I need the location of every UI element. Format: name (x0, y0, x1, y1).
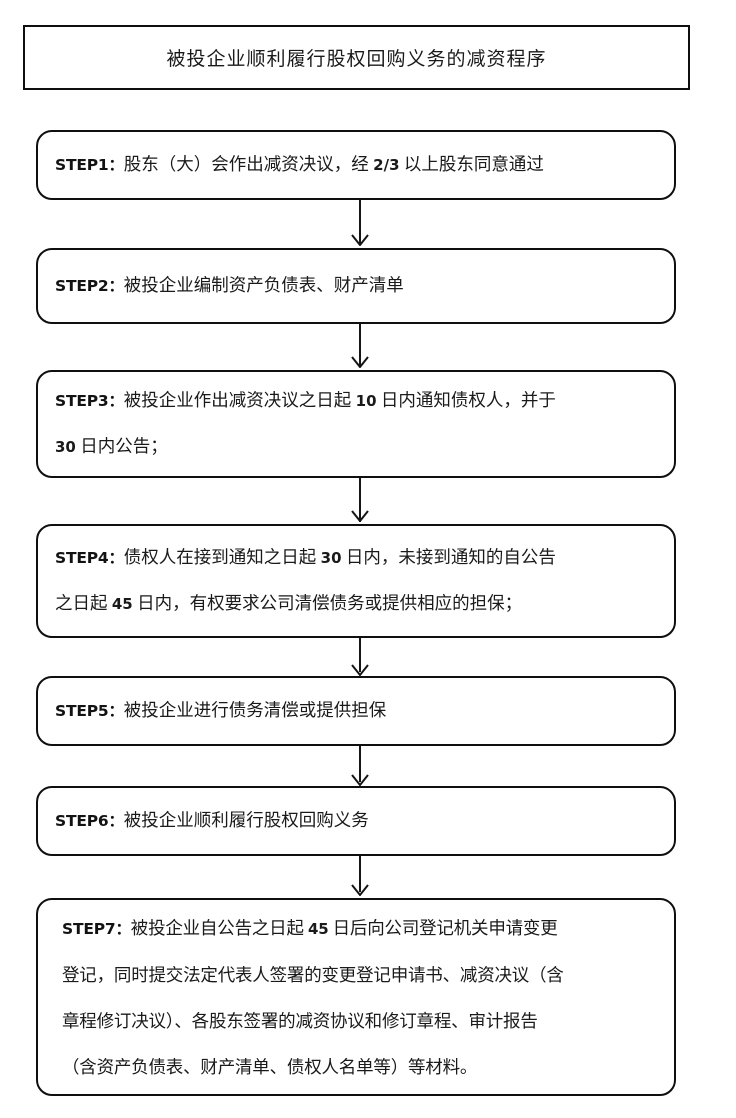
step7-line-2: 登记，同时提交法定代表人签署的变更登记申请书、减资决议（含 (62, 952, 658, 998)
down-arrow-icon (350, 774, 370, 786)
flow-node-step5: STEP5：被投企业进行债务清偿或提供担保 (36, 676, 676, 746)
step1-body: STEP1：股东（大）会作出减资决议，经 2/3 以上股东同意通过 (38, 142, 674, 188)
down-arrow-icon (350, 664, 370, 676)
step4-line-1: STEP4：债权人在接到通知之日起 30 日内，未接到通知的自公告 (55, 535, 658, 581)
step5-label: STEP5： (55, 702, 124, 720)
step3-text-part-2: 30 日内公告； (55, 436, 168, 456)
step7-line-3: 章程修订决议）、各股东签署的减资协议和修订章程、审计报告 (62, 998, 658, 1044)
connector-line-4-5 (359, 638, 361, 672)
step3-text-part-1: 被投企业作出减资决议之日起 10 日内通知债权人，并于 (123, 390, 556, 410)
step3-line-1: STEP3：被投企业作出减资决议之日起 10 日内通知债权人，并于 (55, 378, 658, 424)
down-arrow-icon (350, 884, 370, 896)
step3-body: STEP3：被投企业作出减资决议之日起 10 日内通知债权人，并于 30 日内公… (38, 378, 674, 470)
flow-node-step4: STEP4：债权人在接到通知之日起 30 日内，未接到通知的自公告 之日起 45… (36, 524, 676, 638)
step3-label: STEP3： (55, 392, 124, 410)
step2-line-1: STEP2：被投企业编制资产负债表、财产清单 (55, 263, 658, 309)
step6-text: 被投企业顺利履行股权回购义务 (123, 810, 369, 830)
step7-line-4: （含资产负债表、财产清单、债权人名单等）等材料。 (62, 1044, 658, 1090)
step5-body: STEP5：被投企业进行债务清偿或提供担保 (38, 688, 674, 734)
step1-label: STEP1： (55, 156, 124, 174)
down-arrow-icon (350, 234, 370, 246)
step2-body: STEP2：被投企业编制资产负债表、财产清单 (38, 263, 674, 309)
step7-text-part-3: 章程修订决议）、各股东签署的减资协议和修订章程、审计报告 (62, 1010, 538, 1031)
step3-line-2: 30 日内公告； (55, 424, 658, 470)
step4-line-2: 之日起 45 日内，有权要求公司清偿债务或提供相应的担保； (55, 581, 658, 627)
step7-text-part-1: 被投企业自公告之日起 45 日后向公司登记机关申请变更 (130, 917, 558, 938)
step5-line-1: STEP5：被投企业进行债务清偿或提供担保 (55, 688, 658, 734)
step7-label: STEP7： (62, 919, 131, 938)
step7-line-1: STEP7：被投企业自公告之日起 45 日后向公司登记机关申请变更 (62, 905, 658, 952)
flow-node-step1: STEP1：股东（大）会作出减资决议，经 2/3 以上股东同意通过 (36, 130, 676, 200)
connector-line-6-7 (359, 856, 361, 892)
step6-line-1: STEP6：被投企业顺利履行股权回购义务 (55, 798, 658, 844)
step4-text-part-1: 债权人在接到通知之日起 30 日内，未接到通知的自公告 (123, 547, 556, 567)
step2-label: STEP2： (55, 277, 124, 295)
step1-text: 股东（大）会作出减资决议，经 2/3 以上股东同意通过 (123, 154, 544, 174)
connector-line-5-6 (359, 746, 361, 782)
flow-node-step3: STEP3：被投企业作出减资决议之日起 10 日内通知债权人，并于 30 日内公… (36, 370, 676, 478)
step7-body: STEP7：被投企业自公告之日起 45 日后向公司登记机关申请变更 登记，同时提… (38, 905, 674, 1090)
step4-label: STEP4： (55, 549, 124, 567)
flow-node-step6: STEP6：被投企业顺利履行股权回购义务 (36, 786, 676, 856)
step1-line-1: STEP1：股东（大）会作出减资决议，经 2/3 以上股东同意通过 (55, 142, 658, 188)
flowchart-title-box: 被投企业顺利履行股权回购义务的减资程序 (23, 25, 690, 90)
step4-text-part-2: 之日起 45 日内，有权要求公司清偿债务或提供相应的担保； (55, 593, 523, 613)
flow-node-step7: STEP7：被投企业自公告之日起 45 日后向公司登记机关申请变更 登记，同时提… (36, 898, 676, 1096)
step6-label: STEP6： (55, 812, 124, 830)
down-arrow-icon (350, 356, 370, 368)
connector-line-3-4 (359, 478, 361, 522)
flowchart-title: 被投企业顺利履行股权回购义务的减资程序 (166, 49, 547, 70)
step4-body: STEP4：债权人在接到通知之日起 30 日内，未接到通知的自公告 之日起 45… (38, 535, 674, 627)
step7-text-part-4: （含资产负债表、财产清单、债权人名单等）等材料。 (62, 1056, 478, 1077)
step5-text: 被投企业进行债务清偿或提供担保 (123, 700, 387, 720)
step7-text-part-2: 登记，同时提交法定代表人签署的变更登记申请书、减资决议（含 (62, 964, 564, 985)
connector-line-2-3 (359, 324, 361, 366)
connector-line-1-2 (359, 200, 361, 244)
step6-body: STEP6：被投企业顺利履行股权回购义务 (38, 798, 674, 844)
flow-node-step2: STEP2：被投企业编制资产负债表、财产清单 (36, 248, 676, 324)
step2-text: 被投企业编制资产负债表、财产清单 (123, 275, 404, 295)
down-arrow-icon (350, 510, 370, 522)
